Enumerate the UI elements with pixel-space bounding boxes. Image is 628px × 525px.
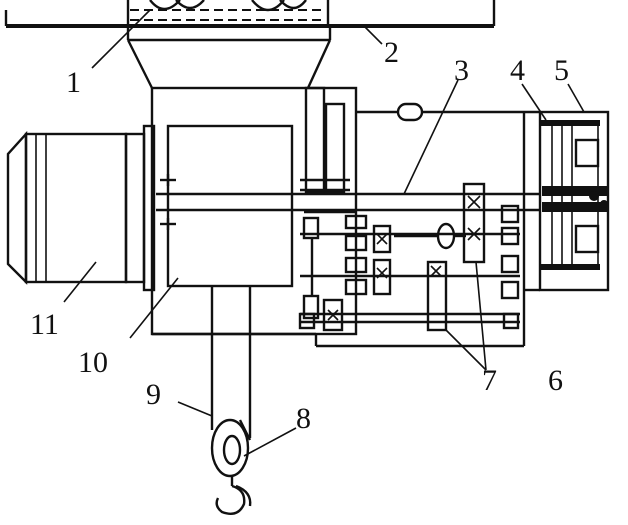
label-6: 6 — [548, 364, 563, 397]
leader-lines — [63, 9, 585, 457]
trolley-frame — [126, 26, 332, 89]
label-8: 8 — [296, 402, 311, 435]
gear-train — [298, 182, 520, 332]
label-9: 9 — [146, 378, 161, 411]
label-7: 7 — [482, 364, 497, 397]
motor — [6, 124, 156, 292]
hook-block — [210, 418, 252, 515]
label-10: 10 — [78, 346, 108, 379]
label-2: 2 — [384, 36, 399, 69]
label-5: 5 — [554, 54, 569, 87]
hoist-rope — [210, 286, 252, 438]
trolley-rail — [4, 0, 496, 28]
gear-pair-upper — [300, 86, 356, 214]
coupling — [394, 102, 466, 250]
label-3: 3 — [454, 54, 469, 87]
label-11: 11 — [30, 308, 59, 341]
brake-assembly — [522, 110, 610, 292]
label-1: 1 — [66, 66, 81, 99]
label-4: 4 — [510, 54, 525, 87]
main-shaft — [156, 174, 540, 230]
